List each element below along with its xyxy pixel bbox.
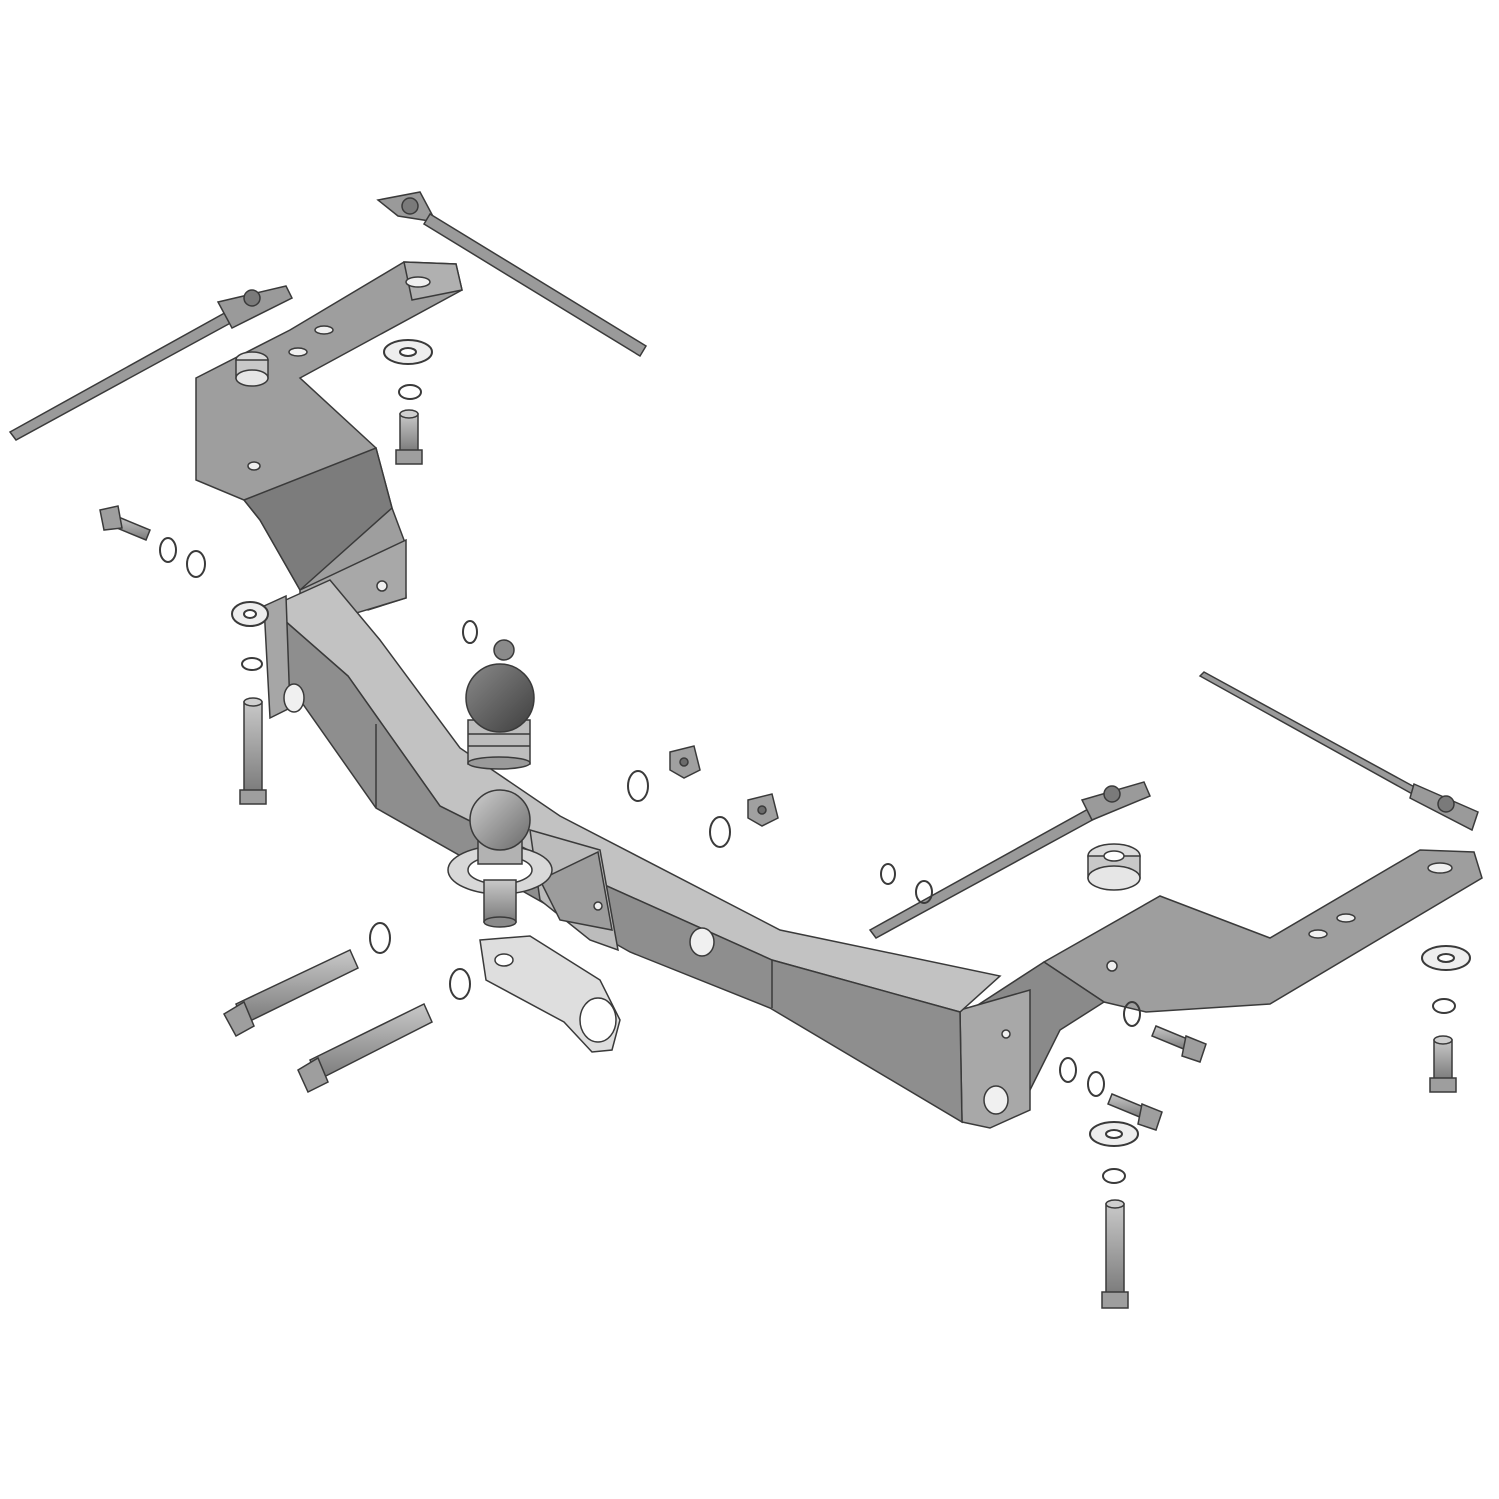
washer-4	[241, 657, 263, 671]
spacer-right	[1087, 843, 1141, 891]
washer-5	[159, 537, 177, 563]
washer-15	[1059, 1057, 1077, 1083]
washers	[159, 339, 1471, 1184]
short-bolt-left	[99, 505, 151, 541]
washer-16	[1087, 1071, 1105, 1097]
vertical-bolt-right	[1429, 1035, 1457, 1093]
nuts	[493, 639, 779, 827]
long-bolt-1	[222, 948, 359, 1038]
nut-3	[493, 639, 515, 661]
long-bolt-2	[297, 1002, 433, 1094]
rod-top-center	[376, 191, 648, 358]
short-bolt-right-2	[1107, 1093, 1163, 1131]
vertical-bolt-top	[395, 409, 423, 465]
rod-right-upper	[1198, 671, 1479, 832]
washer-7	[462, 620, 478, 644]
crossbar	[263, 579, 1002, 1124]
tow-ball-upper	[465, 663, 535, 770]
washer-12	[880, 863, 896, 885]
washer-9	[709, 816, 731, 848]
vertical-bolts	[239, 409, 1457, 1309]
washer-17	[1421, 945, 1471, 971]
short-bolt-right-1	[1151, 1025, 1207, 1063]
washer-20	[1102, 1168, 1126, 1184]
nut-2	[747, 793, 779, 827]
washer-11	[449, 968, 471, 1000]
washer-13	[915, 880, 933, 904]
short-bolts	[99, 505, 1207, 1131]
washer-1	[383, 339, 433, 365]
left-bracket	[195, 261, 463, 632]
tow-ball-lower	[469, 789, 531, 865]
washer-3	[231, 601, 269, 627]
right-bracket	[959, 849, 1483, 1129]
rod-top-left	[8, 285, 294, 441]
rod-right-lower	[868, 781, 1151, 939]
washer-6	[186, 550, 206, 578]
washer-19	[1089, 1121, 1139, 1147]
washer-14	[1123, 1001, 1141, 1027]
washer-2	[398, 384, 422, 400]
nut-1	[669, 745, 701, 779]
vertical-bolt-bottom	[1101, 1199, 1129, 1309]
washer-10	[369, 922, 391, 954]
washer-18	[1432, 998, 1456, 1014]
vertical-bolt-left	[239, 697, 267, 805]
socket-plate	[479, 935, 621, 1053]
long-bolts	[222, 948, 433, 1094]
threaded-rods	[8, 191, 1479, 939]
washer-8	[627, 770, 649, 802]
